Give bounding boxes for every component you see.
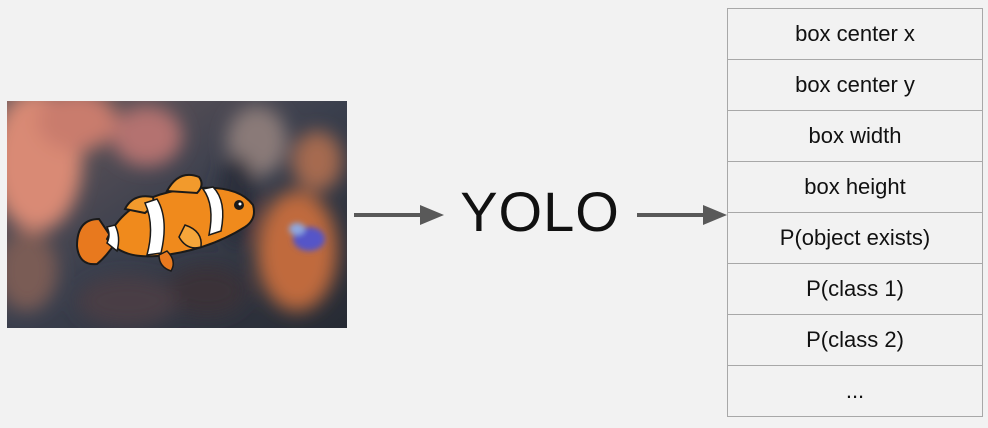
output-cell-p-class-1: P(class 1) [727,263,983,315]
output-cell-box-center-y: box center y [727,59,983,111]
output-cell-p-class-2: P(class 2) [727,314,983,366]
output-row: box width [727,110,983,162]
output-row: P(class 2) [727,314,983,366]
output-cell-box-height: box height [727,161,983,213]
output-row: ... [727,365,983,417]
output-cell-box-width: box width [727,110,983,162]
input-image-clownfish [7,101,347,328]
arrow-model-to-output [637,205,727,225]
output-row: P(object exists) [727,212,983,264]
arrow-image-to-model [354,205,444,225]
output-row: box height [727,161,983,213]
output-row: P(class 1) [727,263,983,315]
model-label: YOLO [460,180,620,243]
output-row: box center x [727,8,983,60]
output-cell-ellipsis: ... [727,365,983,417]
output-cell-box-center-x: box center x [727,8,983,60]
output-cell-p-object: P(object exists) [727,212,983,264]
output-row: box center y [727,59,983,111]
output-vector-table: box center x box center y box width box … [727,8,983,417]
